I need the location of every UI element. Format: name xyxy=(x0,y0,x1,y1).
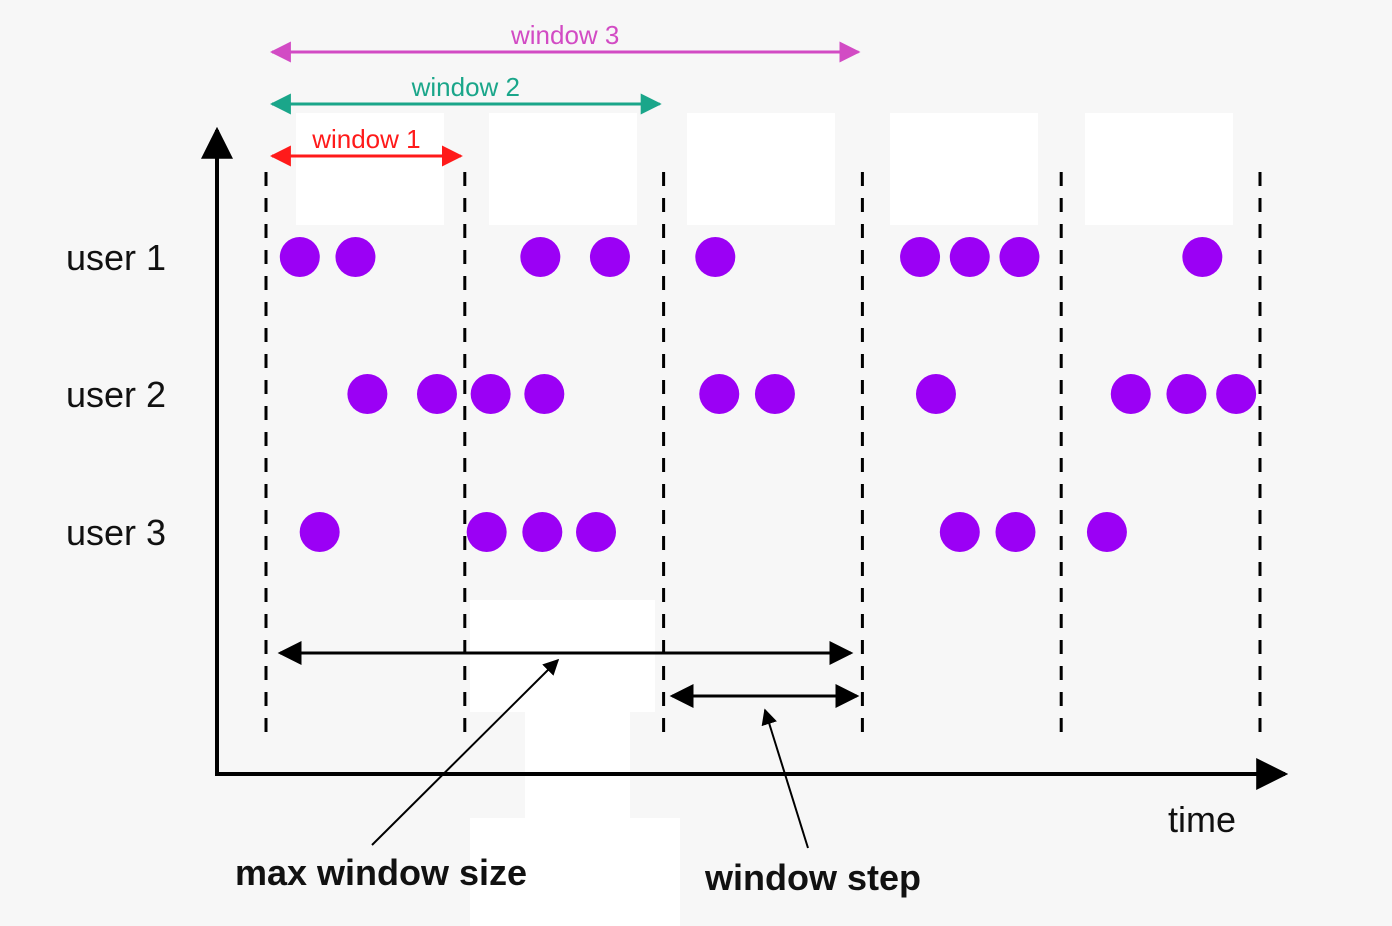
panel xyxy=(1085,113,1233,225)
event-point xyxy=(754,374,795,414)
event-point xyxy=(522,512,563,552)
event-point xyxy=(900,237,941,277)
event-point xyxy=(999,237,1040,277)
event-point xyxy=(279,237,320,277)
event-point xyxy=(520,237,561,277)
row-label: user 2 xyxy=(66,374,166,415)
event-point xyxy=(1086,512,1127,552)
event-point xyxy=(939,512,980,552)
bottom-annotations: max window size window step xyxy=(235,641,921,898)
event-point xyxy=(347,374,388,414)
event-point xyxy=(299,512,340,552)
event-points xyxy=(279,237,1257,552)
event-point xyxy=(915,374,956,414)
panel xyxy=(470,818,680,926)
event-point xyxy=(695,237,736,277)
row-label: user 3 xyxy=(66,512,166,553)
event-point xyxy=(335,237,376,277)
window-boundaries xyxy=(264,172,1262,740)
window-step-label: window step xyxy=(704,857,921,898)
event-point xyxy=(470,374,511,414)
max-window-size-pointer xyxy=(371,658,560,846)
panel xyxy=(296,113,444,225)
event-point xyxy=(1110,374,1151,414)
window-label: window 2 xyxy=(411,72,520,102)
row-labels: user 1 user 2 user 3 xyxy=(66,237,166,553)
panel xyxy=(489,113,637,225)
window-step-pointer xyxy=(761,708,809,849)
event-point xyxy=(699,374,740,414)
event-point xyxy=(1216,374,1257,414)
event-point xyxy=(524,374,565,414)
axes: time xyxy=(201,126,1289,840)
window-arrows: window 1 window 2 window 3 xyxy=(269,20,861,167)
event-point xyxy=(949,237,990,277)
event-point xyxy=(995,512,1036,552)
panel xyxy=(470,600,655,712)
event-point xyxy=(1182,237,1223,277)
window-label: window 3 xyxy=(510,20,619,50)
event-point xyxy=(416,374,457,414)
panel xyxy=(525,712,630,818)
row-label: user 1 xyxy=(66,237,166,278)
x-axis-label: time xyxy=(1168,799,1236,840)
event-point xyxy=(576,512,617,552)
event-point xyxy=(466,512,507,552)
event-point xyxy=(1166,374,1207,414)
event-point xyxy=(589,237,630,277)
panel xyxy=(890,113,1038,225)
panel xyxy=(687,113,835,225)
max-window-size-label: max window size xyxy=(235,852,527,893)
window-label: window 1 xyxy=(311,124,420,154)
